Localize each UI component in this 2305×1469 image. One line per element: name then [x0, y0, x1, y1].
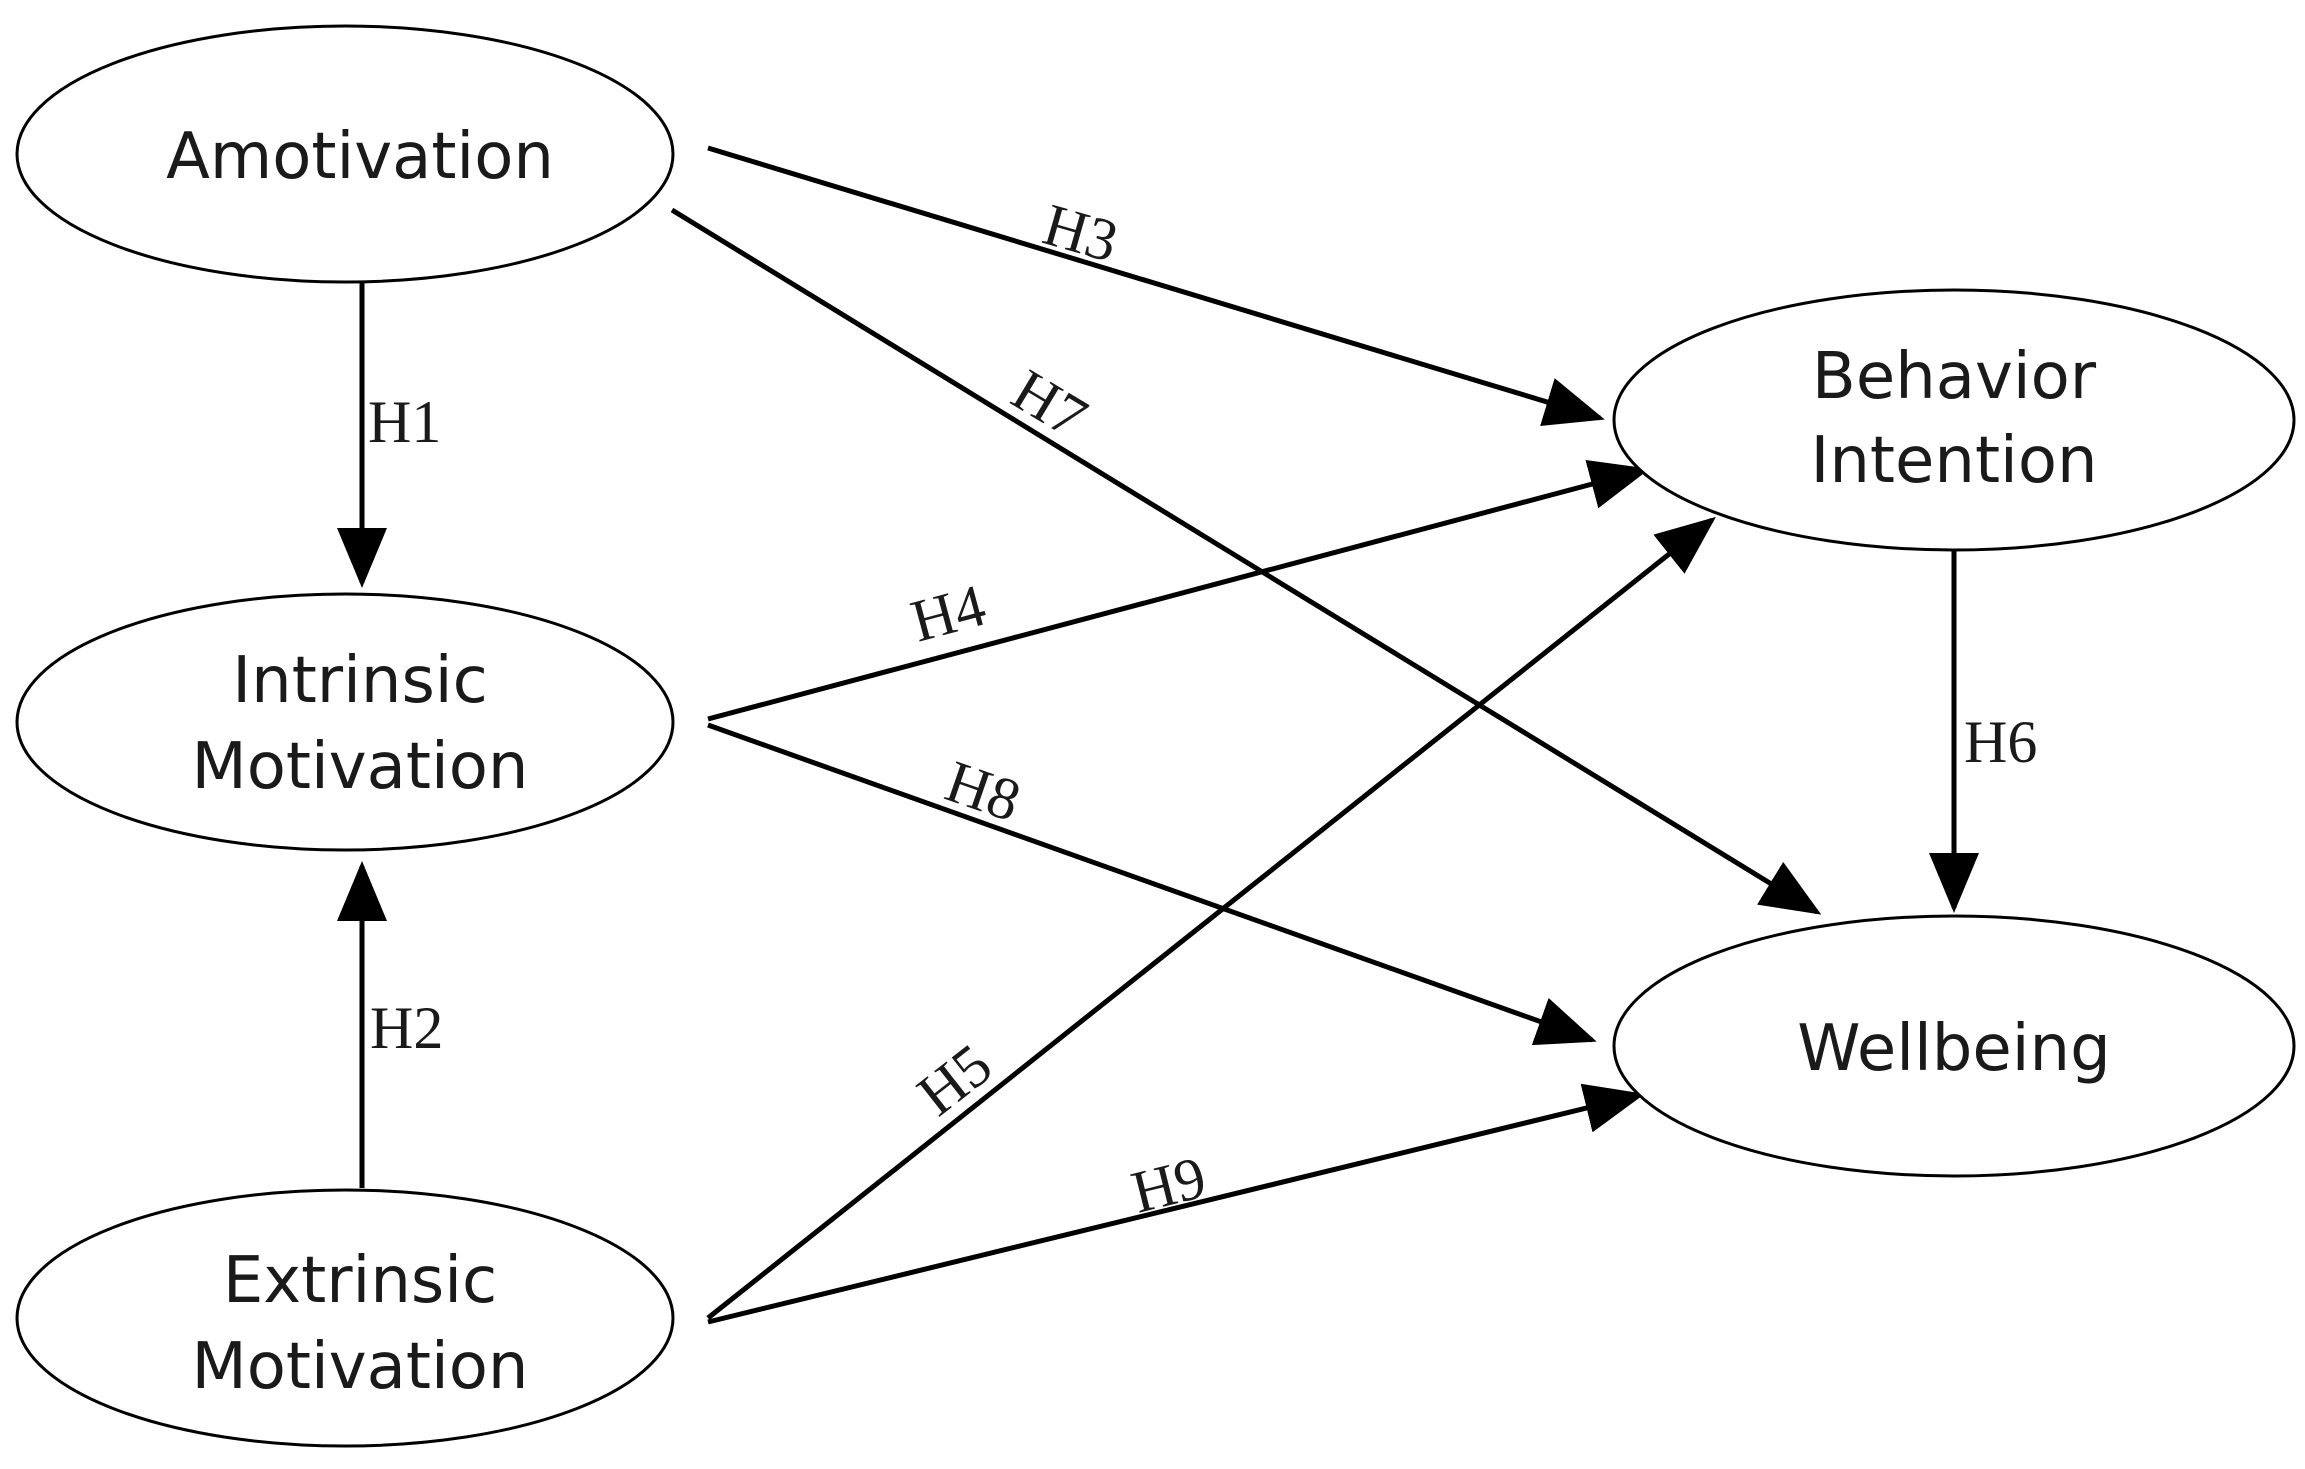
edges — [337, 145, 1979, 1325]
edge-h3 — [707, 145, 1605, 426]
node-amotivation-label: Amotivation — [166, 120, 554, 194]
edge-h7 — [670, 207, 1822, 915]
edge-h9 — [707, 1083, 1645, 1325]
node-intrinsic-motivation: Intrinsic Motivation — [15, 592, 675, 852]
edge-label-h1: H1 — [368, 389, 441, 455]
edge-label-h9: H9 — [1125, 1144, 1212, 1226]
edge-label-h6: H6 — [1964, 709, 2037, 775]
node-wellbeing: Wellbeing — [1612, 914, 2296, 1178]
node-amotivation: Amotivation — [15, 24, 675, 284]
edge-label-h2: H2 — [370, 995, 443, 1061]
edge-label-h7: H7 — [1001, 357, 1098, 451]
node-behavior-label-line1: Behavior — [1812, 340, 2097, 414]
edge-h4 — [707, 459, 1650, 722]
node-intrinsic-label-line1: Intrinsic — [232, 644, 488, 718]
node-wellbeing-label: Wellbeing — [1797, 1012, 2110, 1086]
node-behavior-label-line2: Intention — [1810, 424, 2097, 498]
node-behavior-intention: Behavior Intention — [1612, 288, 2296, 552]
edge-label-h5: H5 — [905, 1031, 1003, 1128]
edge-h5 — [706, 516, 1716, 1320]
node-extrinsic-label-line1: Extrinsic — [223, 1244, 497, 1318]
edge-label-h8: H8 — [938, 748, 1029, 834]
edge-label-h3: H3 — [1036, 191, 1125, 275]
edge-label-h4: H4 — [904, 572, 992, 655]
node-extrinsic-motivation: Extrinsic Motivation — [15, 1188, 675, 1448]
node-intrinsic-label-line2: Motivation — [192, 730, 529, 804]
edge-h8 — [707, 722, 1597, 1046]
node-extrinsic-label-line2: Motivation — [192, 1330, 529, 1404]
